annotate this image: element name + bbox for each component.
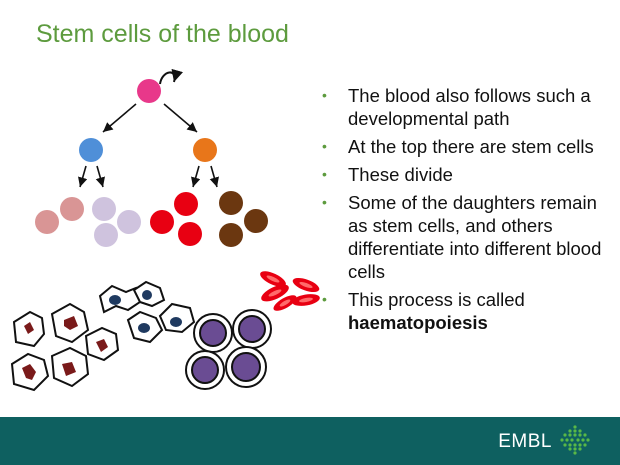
bullet-text: These divide bbox=[348, 164, 453, 185]
bullet-item: • The blood also follows such a developme… bbox=[320, 84, 610, 130]
bullet-dot: • bbox=[322, 194, 327, 210]
lymphocytes bbox=[185, 309, 272, 390]
bullet-text: Some of the daughters remain as stem cel… bbox=[348, 192, 602, 282]
bullet-text: This process is called bbox=[348, 289, 525, 310]
slide-title: Stem cells of the blood bbox=[36, 20, 289, 48]
red-cell bbox=[178, 222, 202, 246]
pink-cell bbox=[60, 197, 84, 221]
bullet-dot: • bbox=[322, 291, 327, 307]
lavender-cell bbox=[117, 210, 141, 234]
arrow-to-blue-progenitor bbox=[102, 103, 137, 133]
red-cell bbox=[174, 192, 198, 216]
footer-bar: EMBL bbox=[0, 417, 620, 465]
bullet-text: The blood also follows such a developmen… bbox=[348, 85, 591, 129]
brown-cell bbox=[219, 191, 243, 215]
monocytes bbox=[98, 280, 196, 344]
arrow-to-orange-progenitor bbox=[163, 103, 198, 133]
arrow-orange-left bbox=[191, 165, 201, 188]
progenitor-orange bbox=[193, 138, 217, 162]
self-renewal-arrow bbox=[159, 68, 184, 85]
granulocytes bbox=[10, 302, 120, 392]
arrow-orange-right bbox=[209, 165, 219, 188]
embl-logo-icon bbox=[560, 425, 590, 455]
bullet-item: • These divide bbox=[320, 163, 610, 186]
arrow-blue-right bbox=[95, 165, 105, 188]
bullet-text: At the top there are stem cells bbox=[348, 136, 594, 157]
brown-cell bbox=[244, 209, 268, 233]
bullet-item: • At the top there are stem cells bbox=[320, 135, 610, 158]
lavender-cell bbox=[92, 197, 116, 221]
bullet-list: • The blood also follows such a developme… bbox=[320, 84, 610, 339]
bullet-item: • Some of the daughters remain as stem ce… bbox=[320, 191, 610, 283]
bullet-item: • This process is called haematopoiesis bbox=[320, 288, 610, 334]
bullet-dot: • bbox=[322, 166, 327, 182]
haematopoiesis-diagram bbox=[10, 68, 320, 392]
arrow-blue-left bbox=[78, 165, 88, 188]
bullet-bold-term: haematopoiesis bbox=[348, 312, 488, 333]
bullet-dot: • bbox=[322, 87, 327, 103]
pink-cell bbox=[35, 210, 59, 234]
embl-logo-text: EMBL bbox=[498, 431, 552, 452]
brown-cell bbox=[219, 223, 243, 247]
red-cell bbox=[150, 210, 174, 234]
lavender-cell bbox=[94, 223, 118, 247]
erythrocytes bbox=[260, 271, 320, 311]
bullet-dot: • bbox=[322, 138, 327, 154]
stem-cell bbox=[137, 79, 161, 103]
progenitor-blue bbox=[79, 138, 103, 162]
